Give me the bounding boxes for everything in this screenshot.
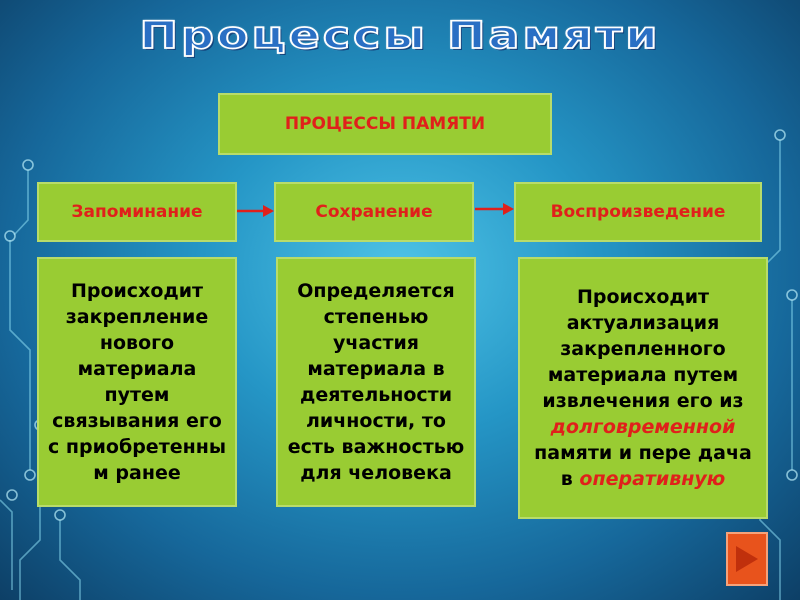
- stage-description-reproduction: Происходит актуализация закрепленного ма…: [518, 257, 768, 519]
- highlight-operative: оперативную: [579, 468, 726, 490]
- top-box-label: ПРОЦЕССЫ ПАМЯТИ: [284, 114, 486, 134]
- stage-label: Сохранение: [315, 202, 433, 222]
- slide-title: Процессы Памяти: [138, 12, 661, 58]
- description-text: Происходит закрепление нового материала …: [47, 280, 227, 484]
- stage-header-reproduction: Воспроизведение: [514, 182, 762, 242]
- stage-description-memorization: Происходит закрепление нового материала …: [37, 257, 237, 507]
- stage-header-retention: Сохранение: [274, 182, 474, 242]
- stage-label: Воспроизведение: [550, 202, 726, 222]
- description-text: Определяется степенью участия материала …: [287, 280, 465, 484]
- description-part-1: Происходит актуализация закрепленного ма…: [542, 286, 744, 412]
- highlight-long-term: долговременной: [550, 416, 736, 438]
- stage-description-retention: Определяется степенью участия материала …: [276, 257, 476, 507]
- stage-label: Запоминание: [71, 202, 203, 222]
- stage-header-memorization: Запоминание: [37, 182, 237, 242]
- arrow-right-icon: [475, 203, 514, 215]
- description-part-2: памяти и пере дача в: [534, 442, 752, 490]
- arrow-right-icon: [237, 205, 274, 217]
- top-box: ПРОЦЕССЫ ПАМЯТИ: [218, 93, 552, 155]
- next-slide-button[interactable]: [726, 532, 768, 586]
- description-text: Происходит актуализация закрепленного ма…: [520, 284, 766, 492]
- play-triangle-icon: [736, 546, 758, 572]
